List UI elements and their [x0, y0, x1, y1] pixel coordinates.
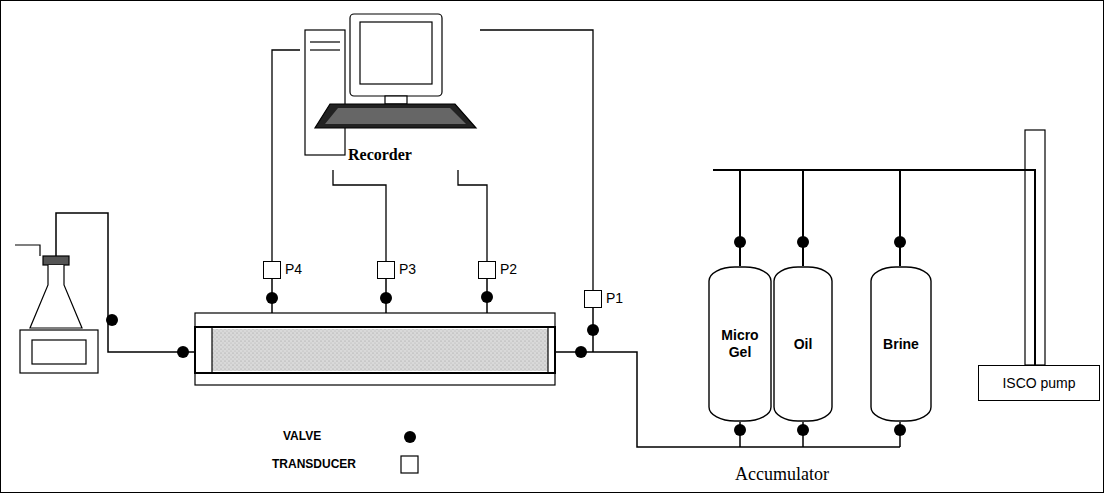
vessel-body	[871, 267, 931, 421]
recorder-computer: Recorder	[300, 10, 480, 170]
pump-box: ISCO pump	[978, 365, 1100, 401]
computer-illustration	[305, 14, 476, 155]
signal-line	[333, 170, 386, 261]
vessel-label: Brine	[880, 336, 922, 353]
valve-symbols	[106, 236, 906, 436]
signal-line	[272, 50, 300, 261]
signal-line	[480, 30, 593, 290]
pump-label: ISCO pump	[1002, 375, 1075, 391]
signal-line	[458, 170, 487, 261]
transducer-label: P1	[606, 290, 623, 306]
vessel-body	[774, 267, 832, 421]
legend-transducer-sample	[401, 456, 418, 473]
legend-valve-sample	[404, 431, 416, 443]
pressure-transducer: P4	[263, 261, 281, 279]
collection-flask	[15, 213, 195, 373]
vessel-body	[709, 267, 771, 421]
accumulator-label: Accumulator	[735, 464, 829, 485]
transducer-label: P2	[500, 261, 517, 277]
core-holder	[195, 313, 555, 385]
accumulator-vessel: Oil	[773, 266, 833, 422]
vessel-label: Micro Gel	[708, 327, 772, 361]
pressure-transducer: P3	[377, 261, 395, 279]
recorder-label: Recorder	[348, 146, 412, 164]
transducer-label: P3	[399, 261, 416, 277]
transducer-label: P4	[285, 261, 302, 277]
pressure-transducer: P1	[584, 290, 602, 308]
vessel-label: Oil	[791, 336, 816, 353]
legend-label: VALVE	[283, 429, 321, 443]
accumulator-vessel: Brine	[870, 266, 932, 422]
legend-label: TRANSDUCER	[272, 457, 356, 471]
accumulator-vessel: Micro Gel	[708, 266, 772, 422]
pressure-transducer: P2	[478, 261, 496, 279]
